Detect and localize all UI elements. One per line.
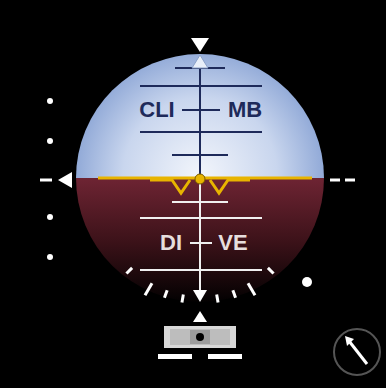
slip-indicator bbox=[158, 326, 242, 359]
pitch-lines-down bbox=[140, 178, 262, 292]
pitch-label: CLI bbox=[139, 99, 174, 121]
pitch-lines-up bbox=[140, 62, 262, 178]
sky-pointer bbox=[192, 55, 208, 68]
roll-scale bbox=[126, 268, 273, 303]
roll-pointer bbox=[191, 38, 209, 52]
attitude-sphere bbox=[70, 50, 330, 308]
pitch-arrow bbox=[193, 290, 207, 302]
slip-pointer bbox=[193, 311, 207, 322]
scale-dots bbox=[47, 98, 312, 287]
pitch-label: DI bbox=[160, 232, 182, 254]
sky bbox=[70, 50, 330, 178]
knob bbox=[334, 329, 380, 375]
aircraft-dot bbox=[195, 174, 205, 184]
horizon-pointer bbox=[58, 172, 72, 188]
pitch-label: MB bbox=[228, 99, 262, 121]
ground bbox=[70, 178, 330, 308]
pitch-label: VE bbox=[218, 232, 247, 254]
